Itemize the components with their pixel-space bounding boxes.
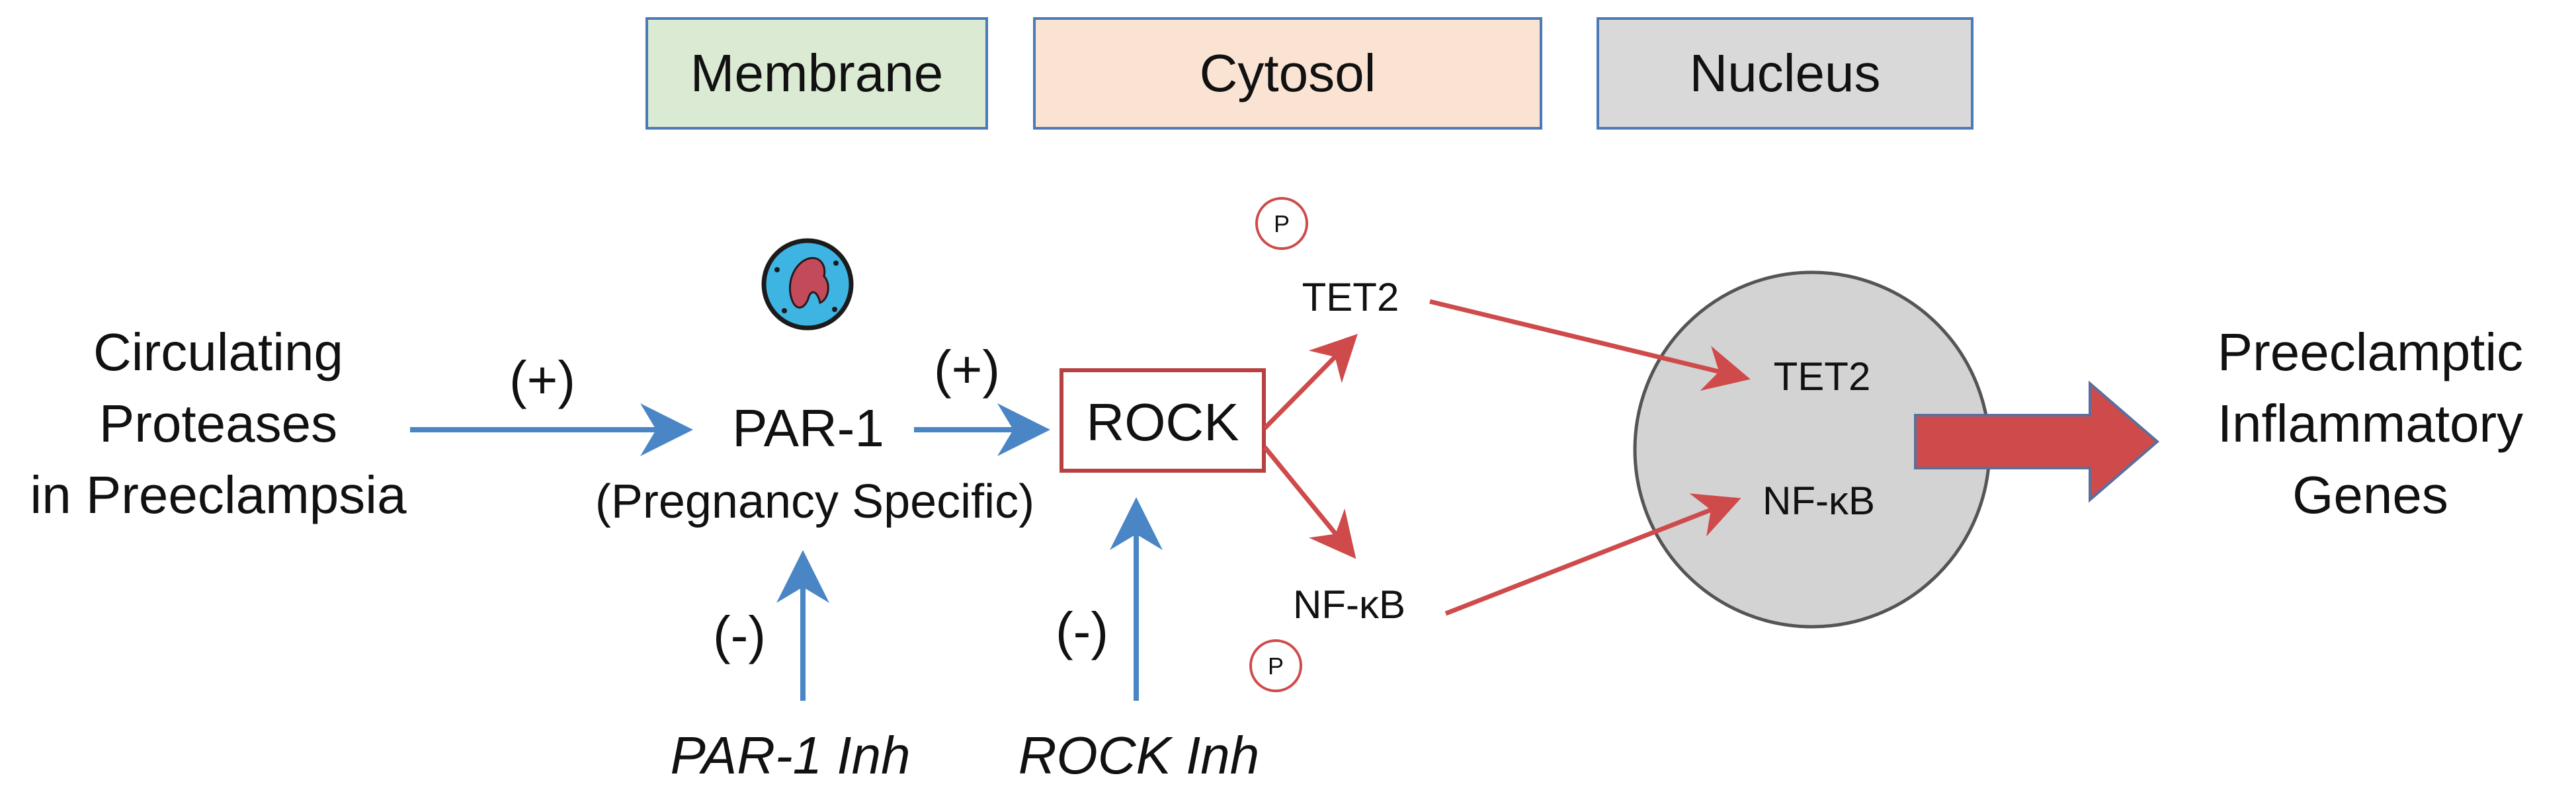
sign-inhibition-1: (-)	[713, 606, 766, 664]
node-output: Preeclamptic Inflammatory Genes	[2218, 323, 2523, 524]
arrow-nucleus-to-genes	[1914, 380, 2160, 503]
par1-inhibitor: PAR-1 Inh	[670, 726, 910, 785]
arrow-nfkb-to-nucleus	[1444, 493, 1741, 616]
par1-note: (Pregnancy Specific)	[595, 475, 1034, 528]
node-tet2-cytosol: TET2	[1302, 275, 1399, 319]
node-nfkb-nucleus: NF-κB	[1763, 479, 1875, 523]
proteases-line-2: Proteases	[99, 394, 337, 453]
sign-inhibition-2: (-)	[1056, 602, 1108, 660]
output-line-2: Inflammatory	[2218, 394, 2523, 453]
phospho-mark-tet2-label: P	[1274, 210, 1290, 237]
rock-label: ROCK	[1086, 393, 1239, 452]
proteases-line-1: Circulating	[93, 323, 343, 381]
cell-icon	[761, 238, 854, 331]
compartment-membrane-label: Membrane	[690, 44, 943, 102]
node-proteases: Circulating Proteases in Preeclampsia	[30, 323, 407, 524]
phospho-mark-nfkb: P	[1249, 639, 1302, 692]
phospho-mark-tet2: P	[1255, 197, 1308, 250]
output-line-1: Preeclamptic	[2218, 323, 2523, 381]
compartment-nucleus: Nucleus	[1597, 17, 1974, 130]
compartment-nucleus-label: Nucleus	[1689, 44, 1880, 102]
sign-activation-2: (+)	[934, 340, 1000, 399]
arrow-tet2-to-nucleus	[1429, 299, 1751, 391]
node-rock: ROCK	[1059, 368, 1266, 473]
phospho-mark-nfkb-label: P	[1268, 653, 1284, 680]
rock-inhibitor: ROCK Inh	[1018, 726, 1260, 785]
node-nfkb-cytosol: NF-κB	[1293, 582, 1405, 627]
output-line-3: Genes	[2292, 465, 2448, 524]
sign-activation-1: (+)	[509, 350, 575, 409]
arrow-rock-to-nfkb	[1263, 445, 1356, 559]
compartment-membrane: Membrane	[645, 17, 988, 130]
node-par1: PAR-1	[732, 399, 884, 457]
node-tet2-nucleus: TET2	[1774, 354, 1871, 399]
compartment-cytosol: Cytosol	[1033, 17, 1542, 130]
arrow-rock-to-tet2	[1263, 334, 1358, 430]
proteases-line-3: in Preeclampsia	[30, 465, 407, 524]
compartment-cytosol-label: Cytosol	[1200, 44, 1376, 102]
